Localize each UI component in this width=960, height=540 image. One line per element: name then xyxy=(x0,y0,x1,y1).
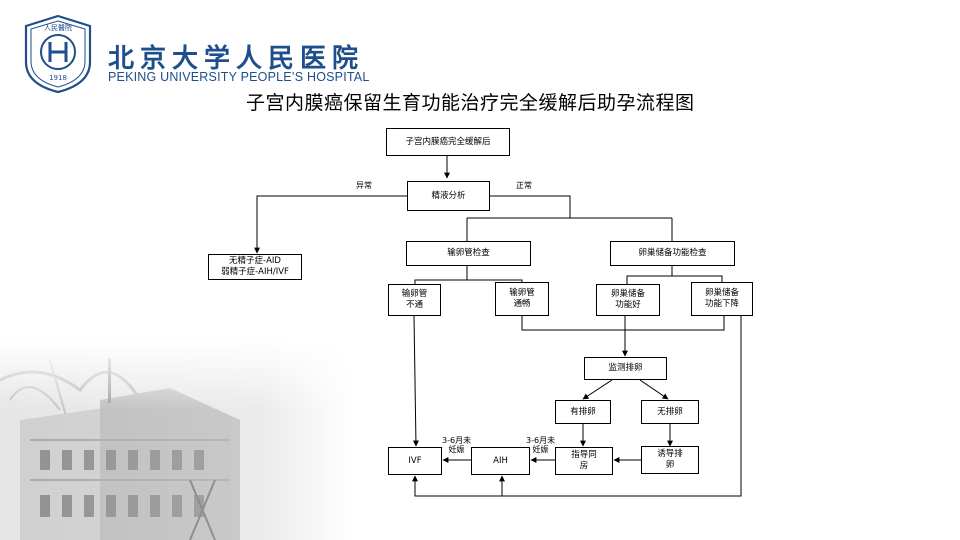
node-ivf: IVF xyxy=(388,447,442,475)
node-ovarian-reserve-check: 卵巢储备功能检查 xyxy=(610,241,735,266)
edge-label-abnormal: 异常 xyxy=(356,181,372,190)
node-male-factor: 无精子症-AID 弱精子症-AIH/IVF xyxy=(208,254,302,280)
hospital-building-image xyxy=(0,340,350,540)
node-ovarian-reserve-poor: 卵巢储备 功能下降 xyxy=(691,282,753,316)
node-tube-patent: 输卵管 通畅 xyxy=(495,282,549,316)
node-anovulation: 无排卵 xyxy=(641,400,699,424)
node-tube-blocked: 输卵管 不通 xyxy=(388,284,441,316)
node-ovulation-monitoring: 监测排卵 xyxy=(584,357,667,380)
emblem-text: 人民醫院 xyxy=(44,23,72,32)
hospital-emblem-icon: 人民醫院 1918 xyxy=(24,14,92,94)
edge-label-normal: 正常 xyxy=(516,181,532,190)
edge-label-aih-failure: 3-6月未 妊娠 xyxy=(442,436,472,454)
hospital-logo: 人民醫院 1918 北京大学人民医院 PEKING UNIVERSITY PEO… xyxy=(16,10,369,100)
node-complete-remission: 子宫内膜癌完全缓解后 xyxy=(386,128,510,156)
logo-chinese-name: 北京大学人民医院 xyxy=(108,44,365,74)
node-ovulation-induction: 诱导排 卵 xyxy=(641,446,699,474)
logo-english-name: PEKING UNIVERSITY PEOPLE’S HOSPITAL xyxy=(108,70,370,84)
edge-label-timed-failure: 3-6月未 妊娠 xyxy=(526,436,556,454)
node-ovulation: 有排卵 xyxy=(555,400,611,424)
node-ovarian-reserve-good: 卵巢储备 功能好 xyxy=(596,284,660,316)
node-tubal-check: 输卵管检查 xyxy=(406,241,531,266)
page-title: 子宫内膜癌保留生育功能治疗完全缓解后助孕流程图 xyxy=(246,92,695,114)
emblem-year: 1918 xyxy=(49,74,67,82)
node-timed-intercourse: 指导同 房 xyxy=(555,447,613,475)
node-aih: AIH xyxy=(471,447,530,475)
node-semen-analysis: 精液分析 xyxy=(407,181,490,211)
